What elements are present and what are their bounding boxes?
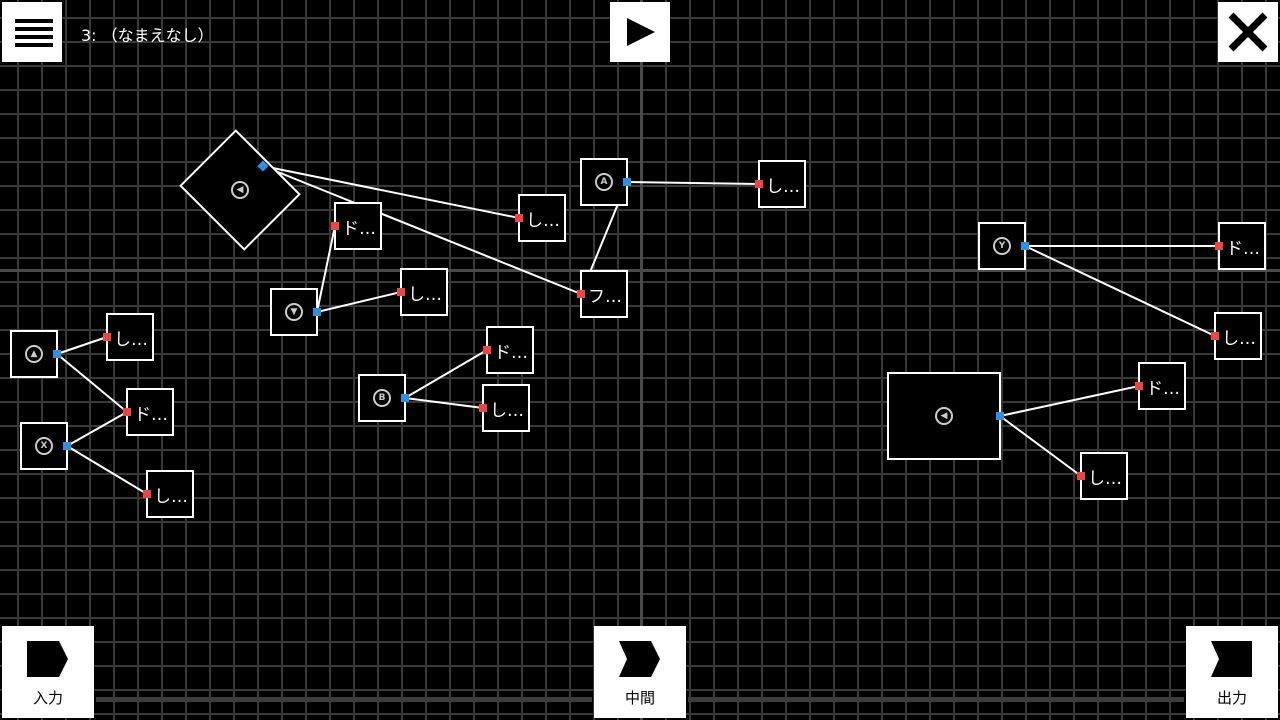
output-port[interactable] <box>63 442 71 450</box>
connection-line <box>56 336 108 355</box>
button-glyph-icon: ◀ <box>935 407 953 425</box>
node-label: ド… <box>342 218 376 239</box>
hamburger-icon <box>15 19 53 47</box>
action-node[interactable]: ド… <box>486 326 534 374</box>
action-node[interactable]: し… <box>146 470 194 518</box>
connection-line <box>56 353 128 413</box>
button-glyph-icon: ◀ <box>231 181 249 199</box>
bottom-divider <box>688 697 1184 702</box>
node-label: ド… <box>1226 238 1260 259</box>
input-port[interactable] <box>103 333 111 341</box>
close-button[interactable] <box>1218 2 1278 62</box>
connection-line <box>262 165 582 295</box>
input-node[interactable]: Y <box>978 222 1026 270</box>
action-node[interactable]: し… <box>518 194 566 242</box>
output-label: 出力 <box>1216 689 1247 707</box>
action-node[interactable]: ド… <box>1218 222 1266 270</box>
output-port[interactable] <box>996 412 1004 420</box>
node-label: し… <box>1088 468 1122 489</box>
connection-line <box>66 445 148 495</box>
action-node[interactable]: し… <box>758 160 806 208</box>
action-node[interactable]: ド… <box>1138 362 1186 410</box>
connection-line <box>316 225 336 313</box>
input-node[interactable]: B <box>358 374 406 422</box>
action-node[interactable]: し… <box>106 313 154 361</box>
output-port[interactable] <box>313 308 321 316</box>
button-glyph-icon: ▲ <box>25 345 43 363</box>
connection-line <box>404 397 484 409</box>
input-node[interactable]: ▼ <box>270 288 318 336</box>
close-icon <box>1228 12 1268 52</box>
menu-button[interactable] <box>2 2 62 62</box>
input-port[interactable] <box>397 288 405 296</box>
action-node[interactable]: し… <box>400 268 448 316</box>
connection-line <box>999 415 1082 477</box>
add-middle-button[interactable]: 中間 <box>594 626 686 718</box>
output-port[interactable] <box>1021 242 1029 250</box>
input-port[interactable] <box>479 404 487 412</box>
connection-line <box>404 349 488 399</box>
bottom-divider <box>96 697 592 702</box>
input-port[interactable] <box>577 290 585 298</box>
input-port[interactable] <box>515 214 523 222</box>
add-input-button[interactable]: 入力 <box>2 626 94 718</box>
node-label: し… <box>408 284 442 305</box>
input-port[interactable] <box>123 408 131 416</box>
action-node[interactable]: ド… <box>126 388 174 436</box>
node-label: し… <box>766 176 800 197</box>
action-node[interactable]: し… <box>482 384 530 432</box>
node-label: し… <box>526 210 560 231</box>
button-glyph-icon: ▼ <box>285 303 303 321</box>
input-label: 入力 <box>32 689 63 707</box>
action-node[interactable]: し… <box>1214 312 1262 360</box>
input-port[interactable] <box>1215 242 1223 250</box>
input-port[interactable] <box>1135 382 1143 390</box>
button-glyph-icon: Y <box>993 237 1011 255</box>
input-node[interactable]: X <box>20 422 68 470</box>
input-port[interactable] <box>1077 472 1085 480</box>
input-port[interactable] <box>755 180 763 188</box>
action-node[interactable]: フ… <box>580 270 628 318</box>
input-node[interactable]: ▲ <box>10 330 58 378</box>
node-label: し… <box>154 486 188 507</box>
input-port[interactable] <box>331 222 339 230</box>
output-port[interactable] <box>401 394 409 402</box>
chevron-icon <box>1211 641 1252 677</box>
node-label: し… <box>114 329 148 350</box>
node-label: し… <box>490 400 524 421</box>
connection-line <box>316 291 402 313</box>
node-label: ド… <box>494 342 528 363</box>
connection-line <box>66 411 128 447</box>
node-label: ド… <box>1146 378 1180 399</box>
input-node[interactable]: ◀ <box>887 372 1001 460</box>
node-label: ド… <box>134 404 168 425</box>
button-glyph-icon: X <box>35 437 53 455</box>
button-glyph-icon: B <box>373 389 391 407</box>
play-button[interactable] <box>610 2 670 62</box>
node-label: し… <box>1222 328 1256 349</box>
input-port[interactable] <box>1211 332 1219 340</box>
input-node[interactable]: A <box>580 158 628 206</box>
action-node[interactable]: ド… <box>334 202 382 250</box>
connection-line <box>1024 245 1216 337</box>
project-title: 3: （なまえなし） <box>81 26 214 45</box>
tag-icon <box>27 641 68 677</box>
middle-label: 中間 <box>624 689 655 707</box>
add-output-button[interactable]: 出力 <box>1186 626 1278 718</box>
input-port[interactable] <box>143 490 151 498</box>
node-label: フ… <box>588 286 622 307</box>
button-glyph-icon: A <box>595 173 613 191</box>
connection-line <box>626 181 760 185</box>
action-node[interactable]: し… <box>1080 452 1128 500</box>
chevron-tag-icon <box>619 641 660 677</box>
connection-line <box>262 165 520 219</box>
output-port[interactable] <box>623 178 631 186</box>
play-icon <box>627 18 655 46</box>
input-port[interactable] <box>483 346 491 354</box>
output-port[interactable] <box>53 350 61 358</box>
connection-line <box>999 385 1140 417</box>
